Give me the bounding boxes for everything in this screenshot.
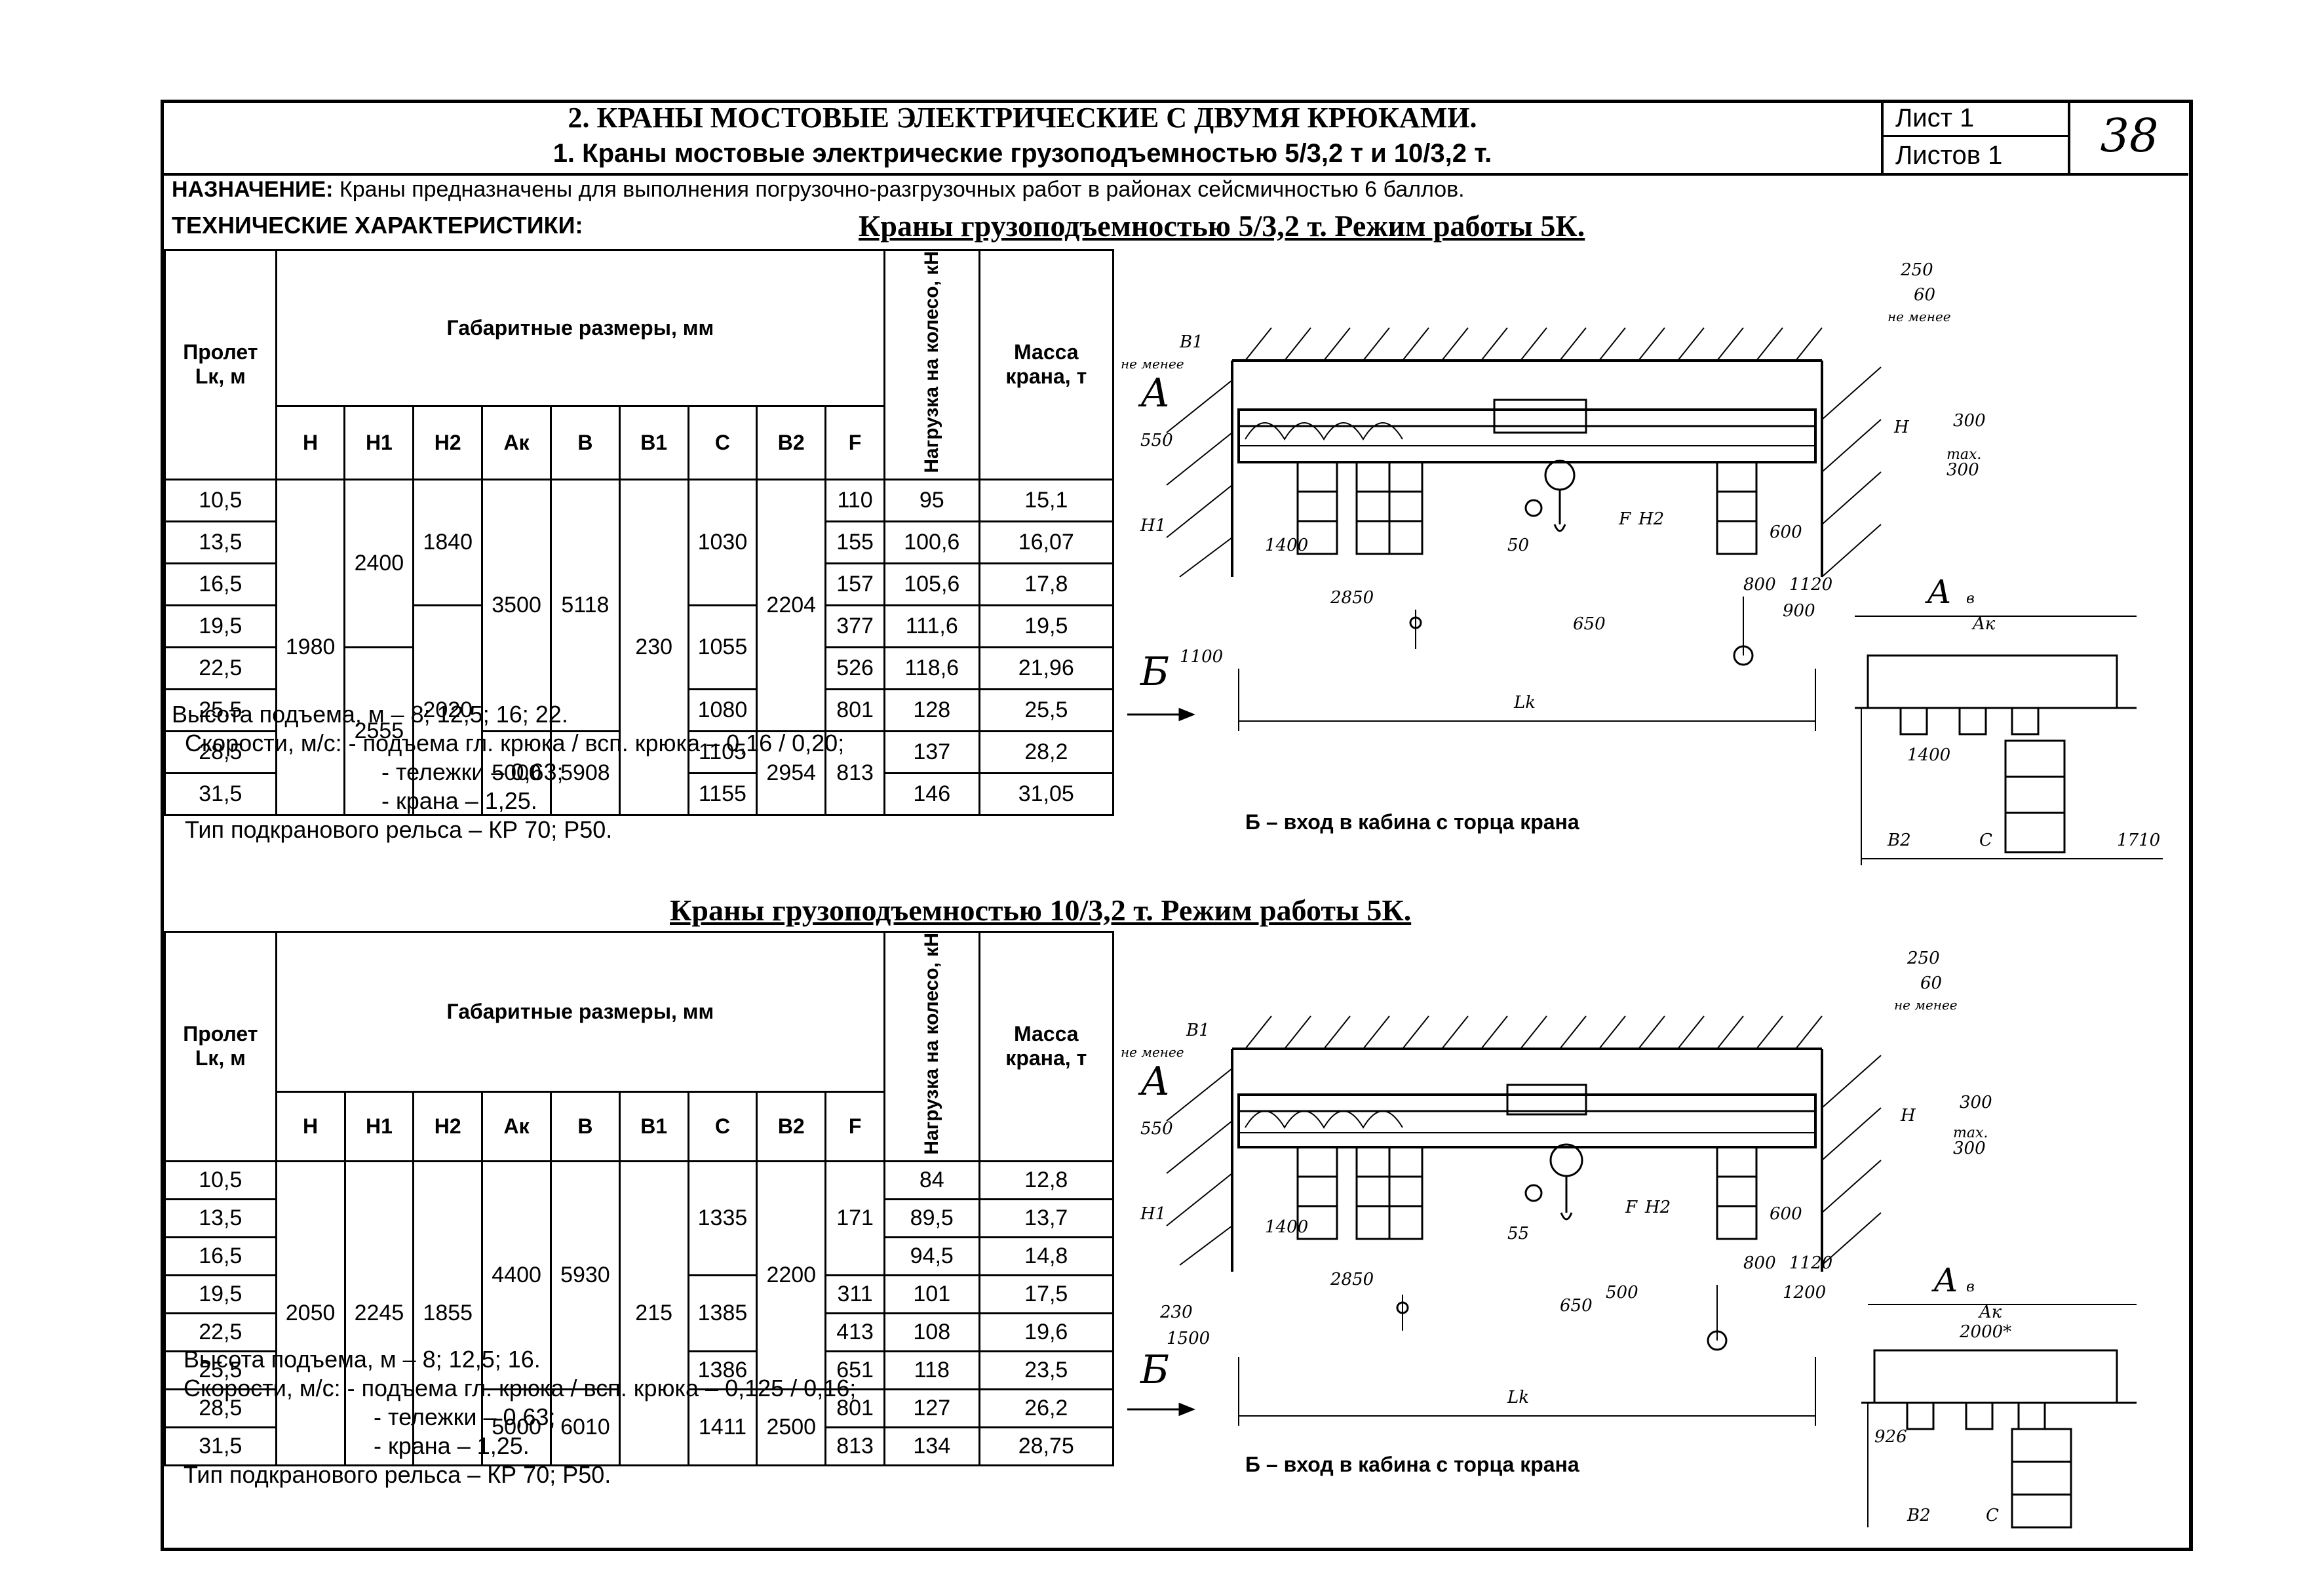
svg-text:не менее: не менее [1888, 309, 1951, 324]
svg-text:H2: H2 [1644, 1198, 1671, 1217]
hdr-dims: Габаритные размеры, мм [275, 248, 885, 408]
svg-text:1400: 1400 [1265, 536, 1308, 555]
svg-text:F: F [1625, 1198, 1638, 1217]
svg-text:Б: Б [1140, 649, 1169, 695]
svg-text:900: 900 [1783, 601, 1815, 621]
crane-drawing-5t: B1 не менее 250 60 не менее 300 max. 300… [1121, 260, 2163, 865]
title-main: 2. КРАНЫ МОСТОВЫЕ ЭЛЕКТРИЧЕСКИЕ С ДВУМЯ … [568, 102, 1477, 134]
page-number: 38 [2068, 100, 2188, 176]
svg-text:1400: 1400 [1265, 1217, 1308, 1237]
svg-text:250: 250 [1907, 949, 1940, 968]
purpose-text: Краны предназначены для выполнения погру… [333, 177, 1465, 202]
svg-text:1100: 1100 [1180, 647, 1223, 667]
svg-text:1400: 1400 [1907, 745, 1950, 765]
sheets-label: Листов 1 [1895, 141, 2003, 170]
svg-text:B1: B1 [1179, 332, 1203, 352]
svg-text:C: C [1979, 831, 1992, 850]
svg-text:не менее: не менее [1121, 356, 1184, 372]
tech-label: ТЕХНИЧЕСКИЕ ХАРАКТЕРИСТИКИ: [172, 212, 583, 239]
purpose-line: НАЗНАЧЕНИЕ: Краны предназначены для выпо… [172, 177, 1465, 203]
svg-text:926: 926 [1874, 1427, 1907, 1447]
svg-text:250: 250 [1900, 260, 1933, 280]
svg-text:H1: H1 [1140, 516, 1166, 536]
svg-text:2850: 2850 [1330, 1270, 1374, 1289]
svg-text:500: 500 [1606, 1283, 1638, 1303]
svg-text:H1: H1 [1140, 1204, 1166, 1224]
svg-text:550: 550 [1140, 431, 1173, 450]
sheet-label: Лист 1 [1884, 100, 2070, 137]
svg-text:300: 300 [1960, 1093, 1992, 1112]
svg-text:Lk: Lk [1507, 1388, 1529, 1407]
svg-text:F: F [1618, 509, 1631, 529]
svg-text:А: А [1138, 1059, 1170, 1105]
svg-text:не менее: не менее [1121, 1044, 1184, 1060]
svg-text:H: H [1900, 1106, 1916, 1126]
section2-heading: Краны грузоподъемностью 10/3,2 т. Режим … [670, 893, 1412, 927]
svg-text:B2: B2 [1887, 831, 1911, 850]
svg-text:1200: 1200 [1783, 1283, 1826, 1303]
svg-text:60: 60 [1914, 285, 1935, 305]
svg-text:230: 230 [1159, 1303, 1193, 1322]
svg-text:C: C [1986, 1506, 1999, 1525]
svg-text:не менее: не менее [1894, 997, 1958, 1013]
svg-text:max.: max. [1953, 1125, 1988, 1141]
svg-text:800: 800 [1743, 575, 1776, 595]
span-cell: 10,5 [164, 478, 277, 522]
sheet-info: Лист 1 Листов 1 [1881, 100, 2070, 176]
svg-text:А: А [1925, 573, 1952, 611]
svg-text:1500: 1500 [1167, 1329, 1210, 1348]
svg-text:650: 650 [1573, 614, 1606, 634]
svg-text:Aк: Aк [1978, 1303, 2002, 1322]
svg-text:2850: 2850 [1330, 588, 1374, 608]
caption-10t: Б – вход в кабина с торца крана [1245, 1453, 1579, 1476]
svg-text:Aк: Aк [1971, 614, 1996, 634]
svg-text:H2: H2 [1638, 509, 1664, 529]
svg-text:600: 600 [1770, 522, 1802, 542]
svg-text:300: 300 [1953, 411, 1986, 431]
caption-5t: Б – вход в кабина с торца крана [1245, 810, 1579, 834]
svg-text:Lk: Lk [1513, 693, 1536, 713]
section1-heading: Краны грузоподъемностью 5/3,2 т. Режим р… [859, 209, 1585, 243]
drawing-frame [161, 100, 2193, 1551]
svg-text:600: 600 [1770, 1204, 1802, 1224]
svg-text:в: в [1966, 1279, 1975, 1295]
purpose-label: НАЗНАЧЕНИЕ: [172, 177, 334, 202]
svg-text:max.: max. [1946, 446, 1981, 463]
svg-text:H: H [1893, 418, 1910, 437]
svg-text:B1: B1 [1186, 1021, 1210, 1040]
notes-5t: Высота подъема, м – 8; 12,5; 16; 22. Ско… [172, 701, 845, 843]
svg-text:1710: 1710 [2117, 831, 2160, 850]
title-block: 2. КРАНЫ МОСТОВЫЕ ЭЛЕКТРИЧЕСКИЕ С ДВУМЯ … [164, 100, 1881, 176]
svg-text:650: 650 [1560, 1296, 1593, 1316]
svg-text:B2: B2 [1907, 1506, 1931, 1525]
crane-drawing-10t: B1 не менее 250 60 не менее 300 max. 300… [1121, 949, 2137, 1529]
notes-10t: Высота подъема, м – 8; 12,5; 16. Скорост… [184, 1346, 857, 1488]
title-sub: 1. Краны мостовые электрические грузопод… [552, 139, 1492, 168]
svg-text:800: 800 [1743, 1253, 1776, 1273]
svg-text:1120: 1120 [1789, 1253, 1832, 1273]
svg-text:1120: 1120 [1789, 575, 1832, 595]
svg-text:А: А [1138, 370, 1170, 416]
svg-text:Б: Б [1140, 1347, 1169, 1393]
svg-text:300: 300 [1953, 1139, 1986, 1158]
svg-text:в: в [1966, 591, 1975, 607]
hdr-load: Нагрузка на колесо, кН [883, 249, 980, 480]
svg-text:300: 300 [1946, 460, 1979, 480]
svg-text:60: 60 [1920, 973, 1942, 993]
svg-text:2000*: 2000* [1959, 1322, 2011, 1342]
svg-text:550: 550 [1140, 1119, 1173, 1139]
svg-text:55: 55 [1507, 1224, 1529, 1244]
svg-text:А: А [1931, 1261, 1958, 1299]
svg-text:50: 50 [1507, 536, 1529, 555]
